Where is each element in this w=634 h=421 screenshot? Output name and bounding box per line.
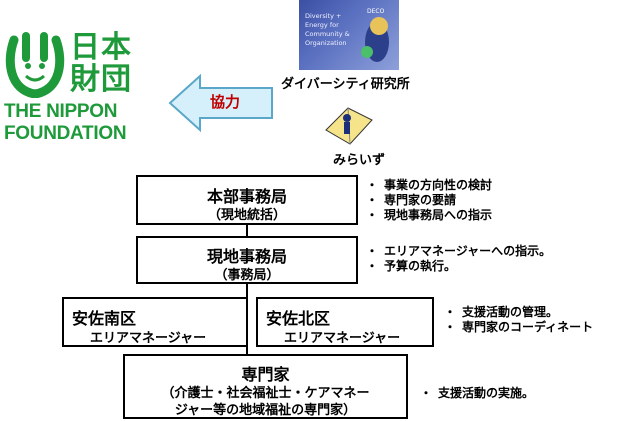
diversity-logo-line: Organization	[305, 39, 347, 47]
bullet-text: 支援活動の管理。	[462, 305, 559, 319]
diversity-logo-line: Energy for	[305, 21, 339, 29]
asa-minami-subtitle: エリアマネージャー	[90, 331, 207, 346]
bullet-marker: ・	[366, 193, 379, 207]
logo-name-line1: THE NIPPON	[4, 101, 118, 122]
connector-local-areas	[246, 283, 248, 297]
hq-title: 本部事務局	[206, 187, 287, 206]
bullet-marker: ・	[420, 386, 433, 400]
asa-kita-subtitle: エリアマネージャー	[284, 331, 401, 346]
miraizu-map-icon	[325, 107, 373, 145]
diversity-logo: Diversity + Energy for Community & Organ…	[299, 0, 399, 70]
expert-title: 専門家	[241, 365, 290, 384]
bullet-item: ・支援活動の実施。	[420, 386, 534, 401]
logo-kanji: 日本 財団	[70, 32, 132, 96]
arrow-label: 協力	[210, 93, 241, 111]
local-office-subtitle: （事務局）	[214, 268, 280, 283]
nippon-foundation-logo: 日本 財団 THE NIPPON FOUNDATION	[2, 30, 142, 150]
connector-hq-local	[246, 224, 248, 237]
bullet-text: 専門家のコーディネート	[462, 320, 594, 334]
local-office-box: 現地事務局 （事務局）	[136, 236, 358, 284]
miraizu-name: みらいず	[333, 153, 386, 168]
diversity-institute-name: ダイバーシティ研究所	[281, 77, 410, 92]
diversity-logo-line: Community &	[305, 30, 350, 38]
bullet-item: ・予算の執行。	[366, 259, 551, 274]
miraizu-logo	[320, 100, 376, 148]
bullet-item: ・専門家の要請	[366, 193, 492, 208]
bullet-marker: ・	[366, 178, 379, 192]
logo-kanji-line1: 日本	[70, 30, 132, 65]
area-manager-bullets: ・支援活動の管理。 ・専門家のコーディネート	[444, 305, 593, 335]
smile-face-icon	[5, 32, 65, 98]
bullet-text: 予算の執行。	[384, 259, 457, 273]
bullet-item: ・現地事務局への指示	[366, 208, 492, 223]
bullet-text: 事業の方向性の検討	[384, 178, 493, 192]
local-office-title: 現地事務局	[206, 247, 287, 266]
bullet-marker: ・	[366, 244, 379, 258]
bullet-item: ・事業の方向性の検討	[366, 178, 492, 193]
cooperation-arrow: 協力	[168, 73, 276, 133]
expert-subtitle-line1: （介護士・社会福祉士・ケアマネー	[161, 386, 370, 401]
bullet-marker: ・	[366, 259, 379, 273]
bullet-item: ・支援活動の管理。	[444, 305, 593, 320]
bullet-marker: ・	[444, 305, 457, 319]
expert-subtitle-line2: ジャー等の地域福祉の専門家）	[174, 403, 357, 418]
bullet-item: ・専門家のコーディネート	[444, 320, 593, 335]
connector-areas-expert	[246, 346, 248, 355]
bullet-marker: ・	[366, 208, 379, 222]
left-arrow-icon	[168, 73, 273, 133]
bullet-text: 支援活動の実施。	[438, 386, 535, 400]
bullet-text: 現地事務局への指示	[384, 208, 493, 222]
deco-figure-icon	[361, 17, 389, 62]
logo-kanji-line2: 財団	[70, 62, 132, 97]
asa-minami-box: 安佐南区 エリアマネージャー	[62, 297, 248, 347]
asa-minami-title: 安佐南区	[72, 309, 137, 328]
asa-kita-title: 安佐北区	[266, 309, 331, 328]
expert-box: 専門家 （介護士・社会福祉士・ケアマネー ジャー等の地域福祉の専門家）	[123, 354, 408, 419]
hq-subtitle: （現地統括）	[207, 208, 286, 223]
deco-badge: DECO	[367, 8, 385, 15]
diversity-logo-line: Diversity +	[305, 12, 342, 20]
asa-kita-box: 安佐北区 エリアマネージャー	[256, 297, 434, 347]
local-office-bullets: ・エリアマネージャーへの指示。 ・予算の執行。	[366, 244, 551, 274]
hq-bullets: ・事業の方向性の検討 ・専門家の要請 ・現地事務局への指示	[366, 178, 492, 223]
bullet-item: ・エリアマネージャーへの指示。	[366, 244, 551, 259]
logo-name-line2: FOUNDATION	[4, 123, 127, 144]
diversity-logo-text: Diversity + Energy for Community & Organ…	[305, 12, 369, 48]
expert-bullets: ・支援活動の実施。	[420, 386, 534, 401]
bullet-marker: ・	[444, 320, 457, 334]
hq-box: 本部事務局 （現地統括）	[136, 175, 358, 225]
bullet-text: 専門家の要請	[384, 193, 457, 207]
bullet-text: エリアマネージャーへの指示。	[384, 244, 552, 258]
